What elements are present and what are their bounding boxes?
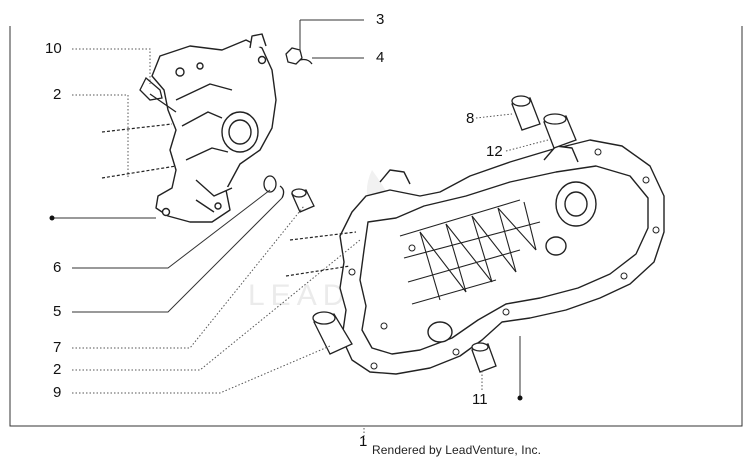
- bushing-9: [312, 311, 353, 355]
- right-crankcase-half: [339, 139, 665, 375]
- ring-6: [263, 175, 285, 199]
- callout-6: 6: [53, 259, 61, 276]
- callout-12: 12: [486, 143, 503, 160]
- studs-right: [285, 231, 357, 277]
- bushing-5: [291, 188, 315, 213]
- pin-8: [511, 95, 541, 131]
- callout-8: 8: [466, 110, 474, 127]
- callout-9: 9: [53, 384, 61, 401]
- callout-5: 5: [53, 303, 61, 320]
- nut-3: [285, 47, 303, 65]
- left-crankcase-half: [151, 33, 277, 223]
- callout-10: 10: [45, 40, 62, 57]
- frame-lines: [9, 26, 743, 427]
- callout-4: 4: [376, 49, 384, 66]
- bushing-11: [471, 342, 497, 373]
- callout-3: 3: [376, 11, 384, 28]
- callout-1: 1: [359, 433, 367, 450]
- credit-text: Rendered by LeadVenture, Inc.: [372, 443, 542, 457]
- callout-7: 7: [53, 339, 61, 356]
- callouts: 1 2 3 4 5 6 7 2 9 10 8 12 11: [45, 11, 503, 450]
- studs-left: [101, 123, 177, 179]
- callout-2-bottom: 2: [53, 361, 61, 378]
- small-parts: [101, 47, 577, 373]
- callout-2-top: 2: [53, 86, 61, 103]
- pin-12: [543, 113, 577, 149]
- clip-4: [299, 58, 313, 65]
- bolt-10: [139, 76, 177, 113]
- leader-dots: [49, 215, 523, 401]
- callout-11: 11: [472, 391, 488, 408]
- leader-lines: [52, 19, 549, 440]
